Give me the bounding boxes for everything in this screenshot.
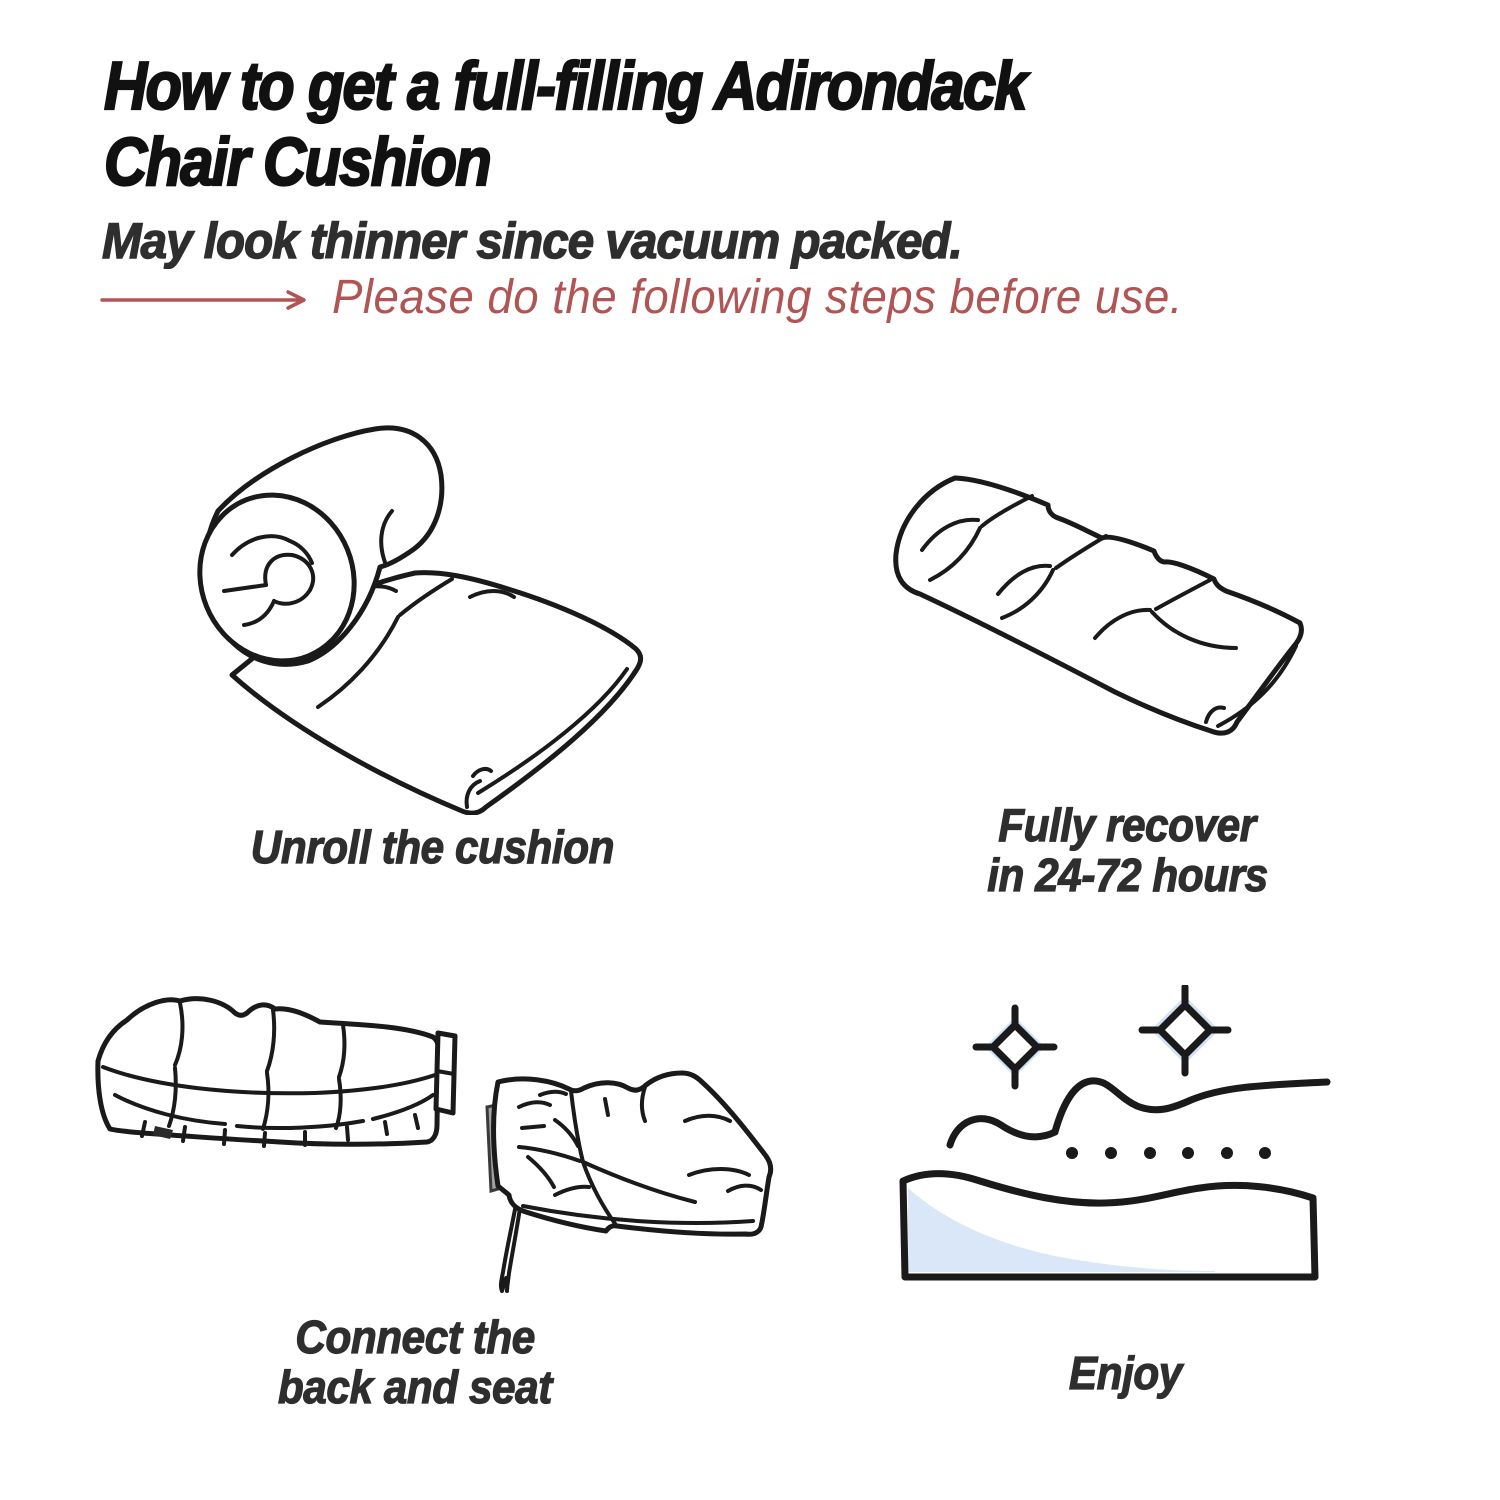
tie-strings [498,1197,523,1293]
step-caption-unroll: Unroll the cushion [250,821,615,873]
tuft-marks [920,494,1238,650]
gather-ticks [140,1113,420,1148]
fabric-waves [946,1077,1331,1149]
page-title-line2: Chair Cushion [103,123,493,201]
mattress-cross-section [899,1170,1319,1281]
sparkling-mattress-line-art [899,985,1331,1281]
back-cushion [95,996,458,1148]
subtitle: May look thinner since vacuum packed. [101,212,963,269]
step-caption-recover: Fully recover in 24-72 hours [986,799,1268,901]
roll-spiral [222,534,316,627]
page-title-line1: How to get a full-filling Adirondack [103,47,1028,125]
back-and-seat-cushions-line-art [95,996,774,1293]
sparkle-icon [972,1004,1058,1090]
step-caption-enjoy: Enjoy [1068,1347,1182,1399]
step-caption-connect: Connect the back and seat [277,1311,553,1413]
dot-row [1066,1147,1271,1159]
bench-cushion-line-art [893,475,1304,736]
rolled-cushion-line-art [197,425,644,815]
velcro-patch [153,1126,173,1139]
sparkle-icon [1138,985,1232,1077]
note-text: Please do the following steps before use… [332,271,1183,324]
right-arrow-icon [100,290,306,310]
page-title: How to get a full-filling Adirondack Cha… [103,47,1464,201]
cushion-roll [197,425,445,667]
seat-cushion [485,1070,774,1293]
note-row: Please do the following steps before use… [100,270,1420,330]
